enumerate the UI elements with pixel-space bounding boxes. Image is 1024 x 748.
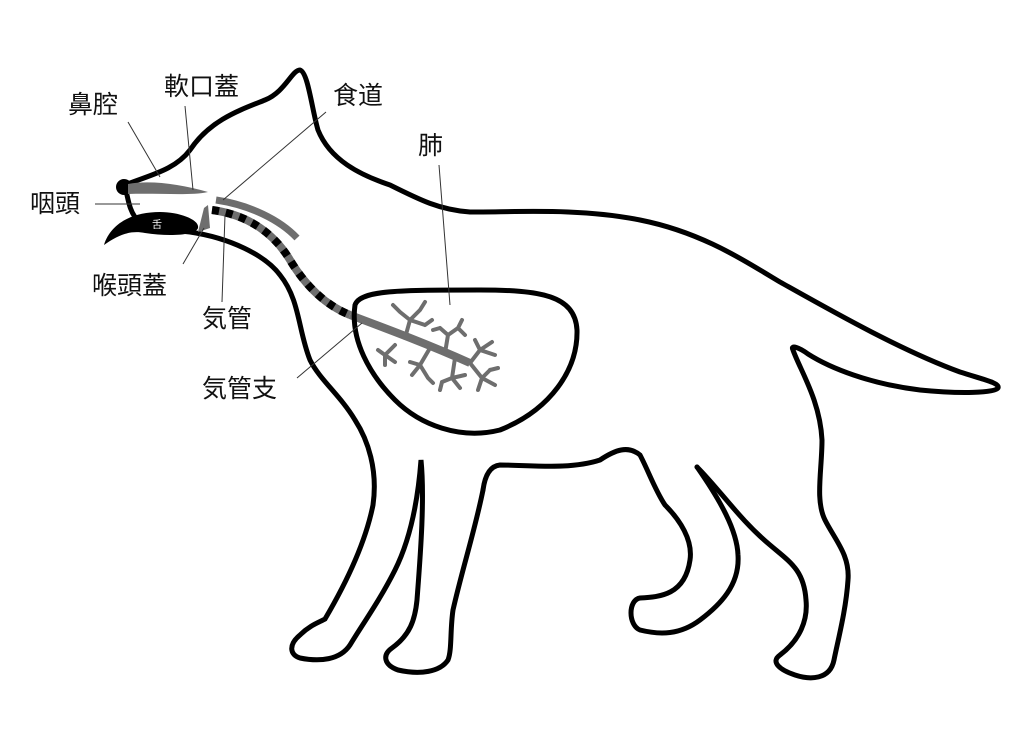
label-epiglottis: 喉頭蓋 (92, 271, 168, 300)
label-nasal-cavity: 鼻腔 (68, 90, 119, 119)
leader-bronchus (296, 322, 363, 379)
leader-lines (95, 105, 451, 379)
leader-lung (438, 164, 451, 306)
leader-esophagus (222, 111, 327, 201)
label-pharynx: 咽頭 (30, 189, 81, 218)
tongue-label: 舌 (152, 219, 162, 231)
label-trachea: 気管 (202, 304, 253, 333)
lower-jaw-shape (104, 212, 199, 245)
leader-soft-palate (184, 105, 194, 191)
esophagus-shape (215, 196, 300, 241)
leader-trachea (221, 214, 226, 303)
leader-epiglottis (182, 227, 205, 265)
dog-body-outline (122, 67, 1001, 681)
epiglottis-shape (198, 205, 210, 232)
front-leg-outline (122, 182, 486, 675)
hind-leg-inner-outline (480, 447, 741, 636)
label-lung: 肺 (418, 131, 444, 160)
nasal-cavity-shape (128, 182, 208, 195)
bronchial-tree (376, 300, 500, 392)
leader-nasal-cavity (127, 121, 161, 178)
label-esophagus: 食道 (333, 81, 384, 110)
label-bronchus: 気管支 (202, 374, 278, 403)
trachea-rings (211, 206, 352, 319)
label-soft-palate: 軟口蓋 (164, 72, 240, 101)
